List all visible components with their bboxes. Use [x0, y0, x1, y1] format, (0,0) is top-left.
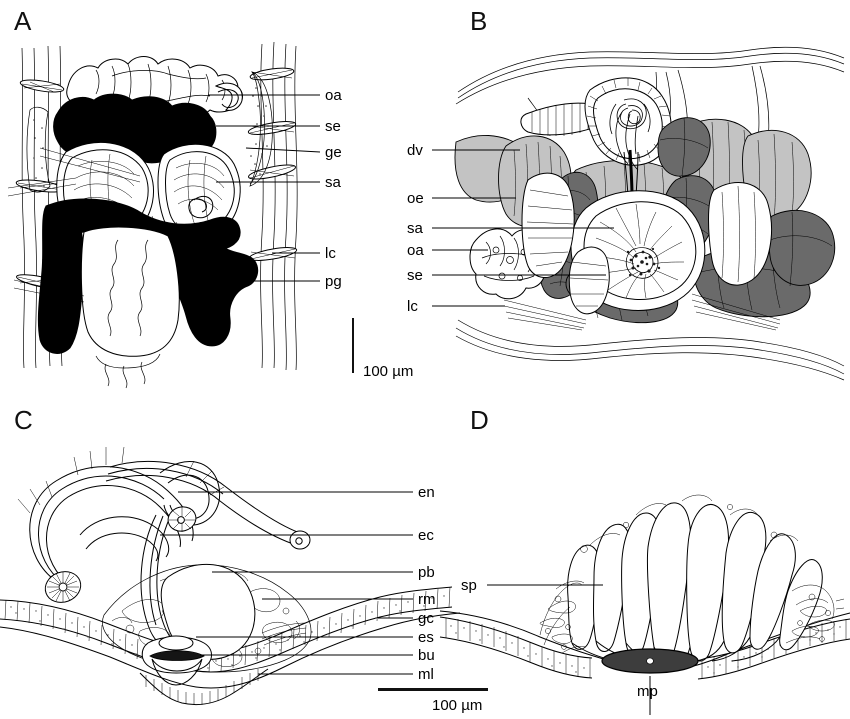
spermathecal-ampulla-right — [157, 143, 241, 241]
muscle-layer — [0, 612, 461, 706]
label-d-sp: sp — [461, 577, 477, 594]
coiled-duct-tangle — [609, 98, 651, 171]
panel-c: C — [0, 395, 488, 719]
panel-b: B — [400, 0, 850, 395]
atrial-lobe-right — [708, 182, 772, 286]
label-c-es: es — [418, 629, 434, 646]
label-b-oe: oe — [407, 190, 424, 207]
label-b-oa: oa — [407, 242, 424, 259]
label-c-ml: ml — [418, 666, 434, 683]
panel-a: A — [0, 0, 420, 395]
male-pore — [601, 648, 699, 674]
genital-field-right — [249, 71, 273, 187]
atrial-tube-left — [521, 172, 575, 278]
panel-d-drawing — [439, 494, 850, 680]
label-b-se: se — [407, 267, 423, 284]
gland-lobe-dark-2 — [657, 117, 711, 177]
glandular-tissue-right — [785, 584, 845, 644]
atrial-tube-center — [568, 246, 610, 315]
label-a-se: se — [325, 118, 341, 135]
label-a-lc: lc — [325, 245, 336, 262]
panel-b-letter: B — [470, 6, 488, 36]
penial-tube-loops — [29, 461, 311, 652]
label-c-en: en — [418, 484, 435, 501]
label-c-ec: ec — [418, 527, 434, 544]
label-a-oa: oa — [325, 87, 342, 104]
panel-c-leaders — [160, 491, 413, 675]
glandular-tissue-top — [580, 494, 799, 553]
panel-a-drawing — [7, 41, 298, 389]
label-c-gc: gc — [418, 610, 434, 627]
seta-bundle-left-upper — [19, 79, 65, 93]
label-c-bu: bu — [418, 647, 435, 664]
setae-lc-right — [691, 293, 781, 331]
label-b-lc: lc — [407, 298, 418, 315]
setae-lc-left — [503, 299, 587, 331]
panel-a-letter: A — [14, 6, 32, 36]
scale-bar-c — [378, 688, 488, 691]
scale-bar-a — [352, 318, 354, 373]
label-c-rm: rm — [418, 591, 436, 608]
glandular-tissue-left — [539, 580, 587, 654]
label-d-mp: mp — [637, 683, 658, 700]
label-a-ge: ge — [325, 144, 342, 161]
label-b-sa: sa — [407, 220, 423, 237]
panel-d: D — [439, 395, 850, 719]
label-c-pb: pb — [418, 564, 435, 581]
scale-label-c: 100 µm — [432, 697, 483, 714]
central-gut-vesicle — [80, 226, 180, 357]
panel-b-leaders — [432, 149, 614, 307]
label-a-pg: pg — [325, 273, 342, 290]
panel-d-leaders — [487, 584, 651, 715]
gut-continuation — [95, 353, 161, 389]
panel-c-drawing — [0, 446, 461, 706]
penis-bulb — [160, 563, 256, 660]
bursa-structure — [141, 635, 212, 686]
panel-b-drawing — [454, 46, 845, 381]
panel-d-letter: D — [470, 405, 489, 435]
label-a-sa: sa — [325, 174, 341, 191]
panel-c-letter: C — [14, 405, 33, 435]
setae-oblique-lines — [7, 147, 141, 303]
prostate-gland-lower-left — [37, 203, 85, 354]
spine-papillae-rosette — [567, 502, 823, 662]
panel-a-leaders — [196, 94, 321, 282]
scale-label-a: 100 µm — [363, 363, 414, 380]
label-b-dv: dv — [407, 142, 423, 159]
genital-field-left — [26, 106, 51, 193]
penial-setae — [17, 446, 225, 514]
